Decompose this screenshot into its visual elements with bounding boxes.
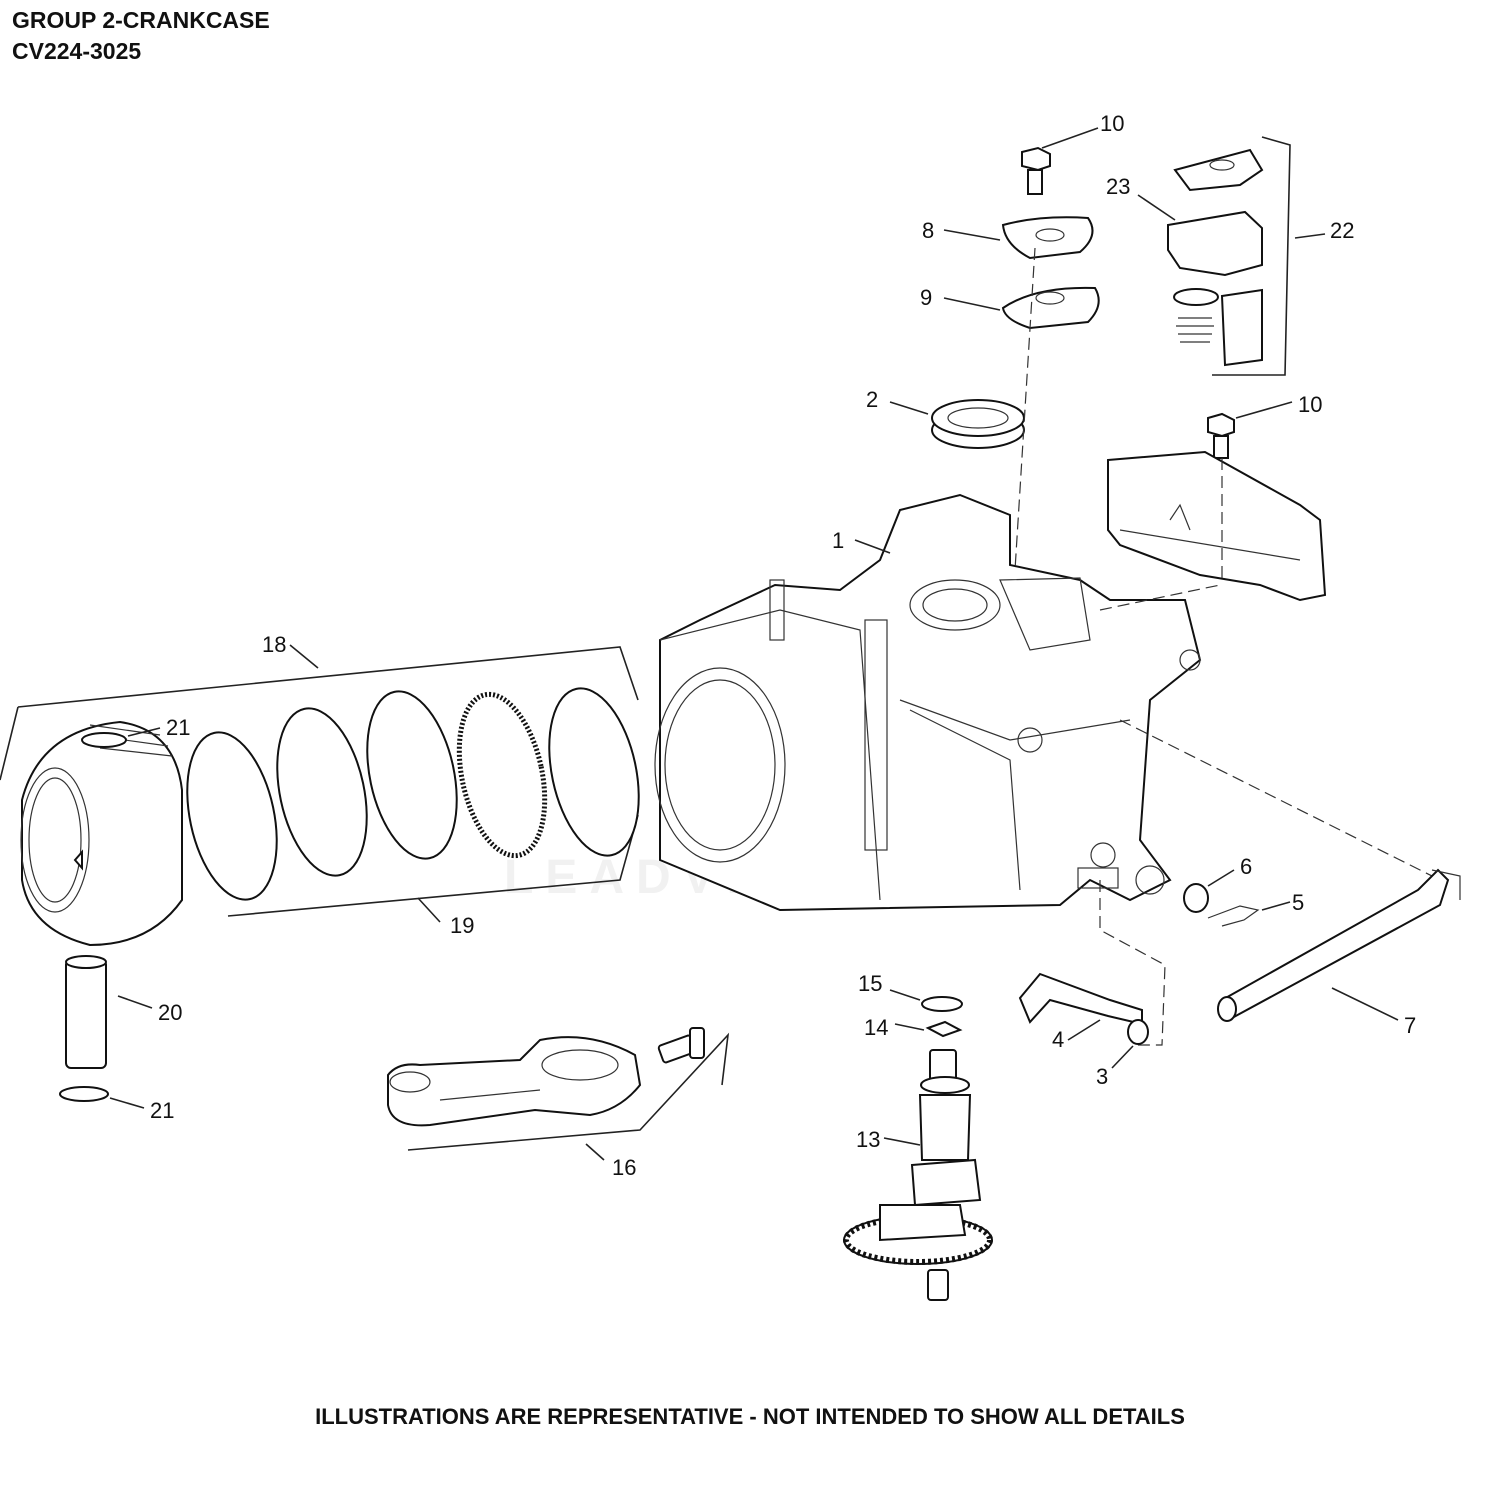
shim-part[interactable] <box>925 1020 963 1038</box>
circlip-lower-part[interactable] <box>59 1086 109 1102</box>
camshaft-part[interactable] <box>843 1049 993 1301</box>
breather-cover-part[interactable] <box>1107 450 1327 602</box>
page-title: GROUP 2-CRANKCASE <box>12 7 270 33</box>
callout-21-lower: 21 <box>150 1098 174 1123</box>
callout-8: 8 <box>922 218 934 243</box>
bolt-lower-part[interactable] <box>1207 412 1235 459</box>
callout-18: 18 <box>262 632 286 657</box>
piston-ring-expander-part[interactable] <box>446 686 558 863</box>
governor-shaft-part[interactable] <box>1018 972 1143 1026</box>
callout-6: 6 <box>1240 854 1252 879</box>
thrust-washer-part[interactable] <box>921 996 963 1012</box>
governor-washer-part[interactable] <box>1127 1019 1149 1045</box>
piston-ring-2-part[interactable] <box>263 700 381 884</box>
callout-14: 14 <box>864 1015 888 1040</box>
callout-21-upper: 21 <box>166 715 190 740</box>
callout-23: 23 <box>1106 174 1130 199</box>
callout-3: 3 <box>1096 1064 1108 1089</box>
callout-1: 1 <box>832 528 844 553</box>
piston-ring-3-part[interactable] <box>353 683 471 867</box>
callout-9: 9 <box>920 285 932 310</box>
piston-ring-1-part[interactable] <box>173 724 291 908</box>
callout-22: 22 <box>1330 218 1354 243</box>
piston-pin-part[interactable] <box>65 955 107 1069</box>
crankcase-part[interactable] <box>654 493 1202 912</box>
model-number: CV224-3025 <box>12 38 142 64</box>
callout-10-upper: 10 <box>1100 111 1124 136</box>
governor-assembly-part[interactable] <box>1167 148 1264 367</box>
callout-5: 5 <box>1292 890 1304 915</box>
callout-7: 7 <box>1404 1013 1416 1038</box>
hitch-pin-part[interactable] <box>1207 905 1260 927</box>
callout-16: 16 <box>612 1155 636 1180</box>
callout-13: 13 <box>856 1127 880 1152</box>
callout-15: 15 <box>858 971 882 996</box>
bolt-upper-part[interactable] <box>1021 146 1051 195</box>
callout-4: 4 <box>1052 1027 1064 1052</box>
oil-seal-part[interactable] <box>931 399 1025 449</box>
piston-ring-5-part[interactable] <box>535 680 653 864</box>
circlip-upper-part[interactable] <box>81 732 127 748</box>
exploded-parts-diagram: 10 8 9 22 23 2 10 1 <box>0 111 1461 1301</box>
plate-9-part[interactable] <box>1001 286 1100 330</box>
dipstick-tube-part[interactable] <box>1217 868 1461 1022</box>
callout-20: 20 <box>158 1000 182 1025</box>
callout-19: 19 <box>450 913 474 938</box>
callout-2: 2 <box>866 387 878 412</box>
disclaimer-note: ILLUSTRATIONS ARE REPRESENTATIVE - NOT I… <box>315 1404 1185 1429</box>
piston-part[interactable] <box>20 720 183 947</box>
callout-10-lower: 10 <box>1298 392 1322 417</box>
plate-8-part[interactable] <box>1001 216 1094 260</box>
connecting-rod-part[interactable] <box>387 1027 705 1127</box>
governor-shaft-seal-part[interactable] <box>1183 883 1209 913</box>
